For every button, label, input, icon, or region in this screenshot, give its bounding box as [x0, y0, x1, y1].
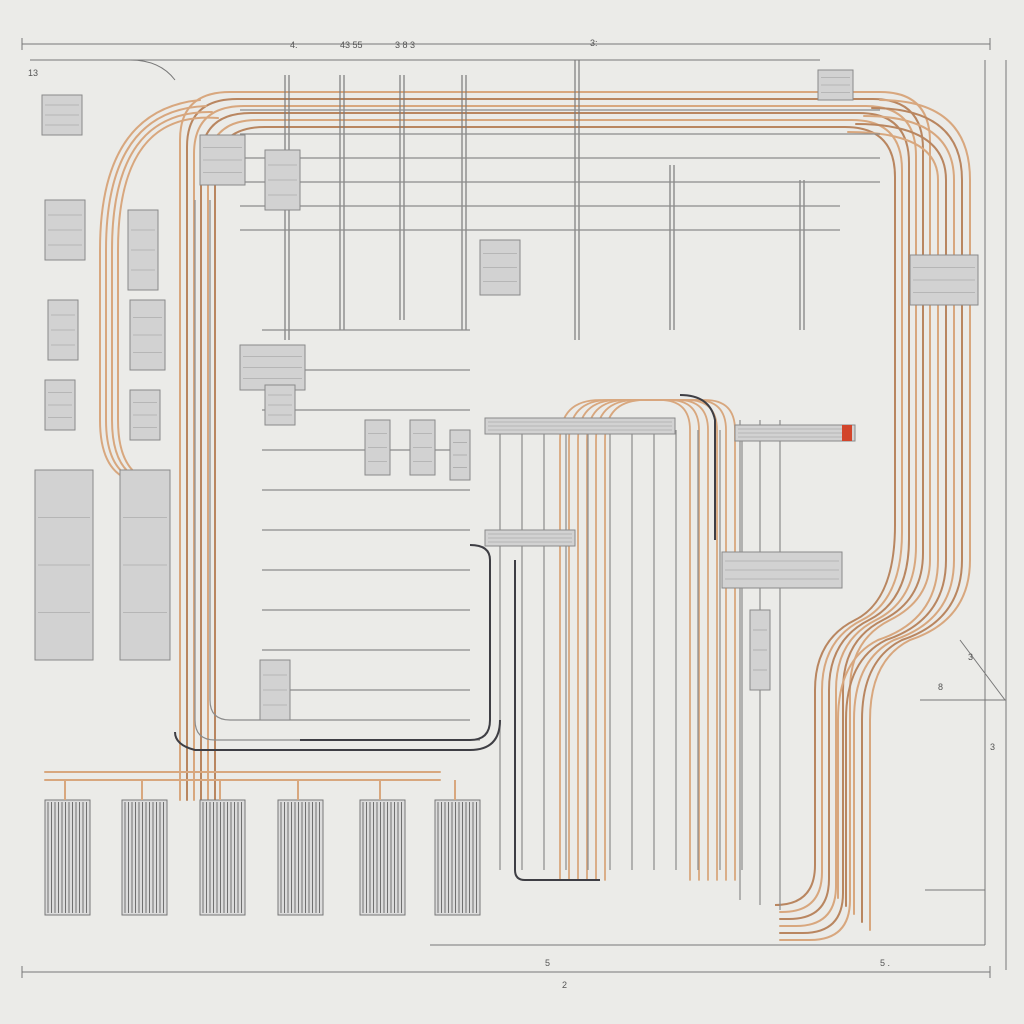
electrical-component-icon [449, 429, 471, 481]
right-dim-label-3: 8 [938, 682, 943, 692]
warning-fuse [842, 425, 852, 441]
radiator-body [199, 799, 246, 916]
terminal-block-icon [721, 551, 843, 589]
copper-conductor [845, 123, 947, 907]
dark-wire [514, 560, 600, 881]
electrical-component-icon [239, 344, 306, 391]
copper-bus-bar [44, 771, 441, 781]
copper-conductor [179, 91, 931, 941]
electrical-component-icon [129, 389, 161, 441]
bottom-dimension-ticks [21, 966, 991, 978]
electrical-component-icon [199, 134, 246, 186]
bottom-dim-label-3: 2 [562, 980, 567, 990]
top-dimension-ticks [21, 38, 991, 50]
electrical-component-icon [479, 239, 521, 296]
electrical-component-icon [44, 199, 86, 261]
electrical-component-icon [264, 384, 296, 426]
inner-top-left-frame [30, 59, 176, 81]
copper-harness [44, 91, 971, 941]
top-dim-label-1: 4. [290, 40, 298, 50]
copper-conductor [214, 126, 896, 906]
grey-wiring [194, 60, 880, 910]
copper-conductor [111, 110, 213, 481]
radiator-body [121, 799, 168, 916]
copper-conductor [105, 105, 207, 481]
electrical-component-icon [44, 379, 76, 431]
copper-conductor [200, 112, 910, 920]
radiator-coil-icon [44, 780, 91, 916]
right-dim-label-1: 3 [968, 652, 973, 662]
right-dim-label-2: 3 [990, 742, 995, 752]
radiator-coil-icon [121, 780, 168, 916]
electrical-component-icon [119, 469, 171, 661]
dark-wire [679, 394, 716, 540]
radiator-coil-icon [434, 780, 481, 916]
radiator-bank [44, 780, 481, 916]
right-leaders [920, 639, 1006, 891]
radiator-coil-icon [359, 780, 406, 916]
copper-conductor [99, 99, 201, 481]
radiator-coil-icon [199, 780, 246, 916]
radiator-body [359, 799, 406, 916]
radiator-body [434, 799, 481, 916]
copper-conductor [117, 116, 219, 481]
copper-conductor [193, 105, 917, 927]
copper-conductor [837, 131, 939, 899]
electrical-component-icon [34, 469, 94, 661]
electrical-component-icon [41, 94, 83, 136]
copper-conductor [869, 99, 971, 931]
radiator-coil-icon [277, 780, 324, 916]
electrical-component-icon [129, 299, 166, 371]
copper-conductor [861, 107, 963, 923]
terminal-block-icon [484, 417, 676, 435]
dark-wire [300, 544, 491, 741]
copper-conductor [853, 115, 955, 915]
electrical-component-icon [259, 659, 291, 721]
dimension-lines [21, 38, 1007, 978]
electrical-component-icon [749, 609, 771, 691]
terminal-block-icon [484, 529, 576, 547]
terminal-block-icon [734, 424, 856, 442]
copper-conductor [207, 119, 903, 913]
electrical-component-icon [127, 209, 159, 291]
loop-wire [209, 200, 470, 721]
electrical-component-icon [47, 299, 79, 361]
radiator-body [277, 799, 324, 916]
terminal-block-icon [909, 254, 979, 306]
top-dim-label-2: 43 55 [340, 40, 363, 50]
copper-conductor [186, 98, 924, 934]
bottom-dim-label-2: 5 . [880, 958, 890, 968]
terminal-block-icon [817, 69, 854, 101]
dimension-labels: 4. 43 55 3 8 3 3: 13 3 3 8 5 5 . 2 [28, 38, 995, 990]
electrical-component-icon [409, 419, 436, 476]
electrical-component-icon [364, 419, 391, 476]
loop-wire [194, 200, 480, 741]
electrical-component-icon [264, 149, 301, 211]
bottom-dim-label-1: 5 [545, 958, 550, 968]
radiator-body [44, 799, 91, 916]
dark-wiring [174, 394, 716, 881]
left-dim-label: 13 [28, 68, 38, 78]
dark-wire [174, 719, 501, 751]
top-dim-label-4: 3: [590, 38, 598, 48]
top-dim-label-3: 3 8 3 [395, 40, 415, 50]
components [34, 69, 979, 721]
